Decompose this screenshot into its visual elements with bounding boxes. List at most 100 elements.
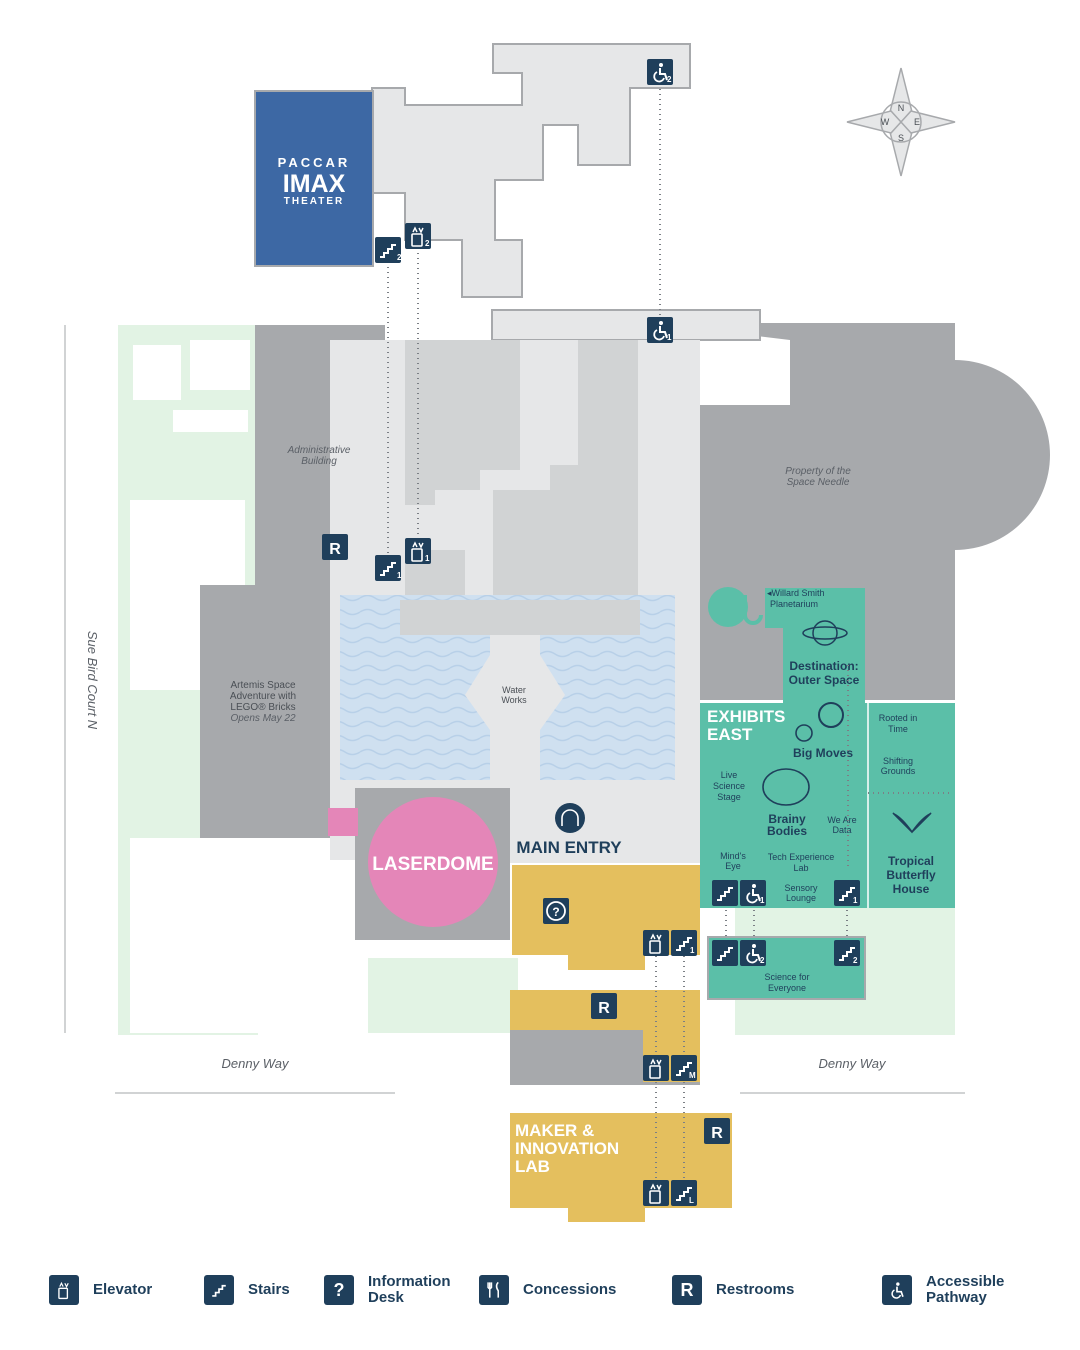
planet-icon [812, 620, 838, 646]
destination-label-2: Outer Space [789, 673, 860, 687]
admin-label-2: Building [301, 456, 337, 467]
admin-label-1: Administrative [287, 445, 351, 456]
legend-stairs: Stairs [204, 1270, 290, 1310]
science-everyone-2: Everyone [768, 983, 806, 993]
brainy-label-1: Brainy [768, 812, 806, 826]
compass-n: N [898, 103, 905, 113]
stairs-icon [204, 1275, 234, 1305]
butterfly-icon [892, 812, 932, 834]
big-moves-label: Big Moves [793, 746, 853, 760]
floor-num: 2 [760, 956, 765, 965]
floor-num: 2 [397, 253, 402, 262]
imax-line1: PACCAR [278, 155, 351, 170]
compass-rose-icon [846, 67, 956, 177]
artemis-label-3: LEGO® Bricks [230, 702, 295, 713]
live-science-2: Science [713, 781, 745, 791]
connector-paths [387, 84, 950, 1180]
tech-lab-2: Lab [793, 863, 808, 873]
north-building [254, 43, 691, 298]
needle-label-1: Property of the [785, 466, 851, 477]
water-works-1: Water [502, 685, 526, 695]
water-works-2: Works [501, 695, 527, 705]
legend-info-desk: ? Information Desk [324, 1270, 451, 1310]
imax-theater [254, 90, 374, 267]
exhibits-east-1: EXHIBITS [707, 707, 785, 726]
legend-label: Information Desk [368, 1273, 451, 1306]
minds-eye-1: Mind's [720, 851, 746, 861]
main-entry-label: MAIN ENTRY [516, 838, 622, 857]
sensory-1: Sensory [784, 883, 818, 893]
laserdome-connector [328, 808, 358, 836]
museum-map: PACCAR IMAX THEATER Administrative Build… [64, 43, 1050, 1222]
needle-label-2: Space Needle [787, 477, 850, 488]
live-science-3: Stage [717, 792, 741, 802]
sensory-2: Lounge [786, 893, 816, 903]
artemis-date: Opens May 22 [230, 713, 295, 724]
main-entry-icon [555, 803, 585, 833]
legend-restrooms: R Restrooms [672, 1270, 794, 1310]
artemis-label-1: Artemis Space [230, 680, 295, 691]
shifting-label-2: Grounds [881, 766, 916, 776]
planetarium-label-2: Planetarium [770, 599, 818, 609]
restroom-letter: R [329, 541, 341, 558]
exhibits-east-2: EAST [707, 725, 753, 744]
brainy-label-2: Bodies [767, 824, 807, 838]
elevator-icon-gold[interactable] [642, 929, 670, 957]
floor-num: 1 [853, 896, 858, 905]
laserdome-label: LASERDOME [372, 854, 493, 875]
floor-num: 2 [425, 239, 430, 248]
brain-icon [762, 768, 810, 806]
maker-label-3: LAB [515, 1157, 550, 1176]
shifting-label-1: Shifting [883, 756, 913, 766]
street-denny-left: Denny Way [222, 1056, 290, 1071]
legend-elevator: Elevator [49, 1270, 152, 1310]
legend-label: Elevator [93, 1281, 153, 1298]
tropical-label-1: Tropical [888, 854, 934, 868]
we-are-data-2: Data [832, 825, 851, 835]
compass-w: W [881, 117, 890, 127]
gear-icon [818, 702, 844, 728]
compass-s: S [898, 133, 904, 143]
tropical-label-2: Butterfly [886, 868, 936, 882]
legend-label: Concessions [523, 1281, 617, 1298]
floor-num: 2 [667, 75, 672, 84]
maker-label-2: INNOVATION [515, 1139, 619, 1158]
compass-e: E [914, 117, 920, 127]
tech-lab-1: Tech Experience [768, 852, 835, 862]
maker-label-1: MAKER & [515, 1121, 594, 1140]
legend-label: Stairs [248, 1281, 290, 1298]
floor-num: L [689, 1196, 694, 1205]
floor-num: M [689, 1071, 696, 1080]
floor-num: 1 [760, 896, 765, 905]
central-halls [330, 309, 761, 940]
floor-num: 1 [425, 554, 430, 563]
info-desk-icon: ? [324, 1275, 354, 1305]
imax-line3: THEATER [284, 196, 344, 207]
rooted-label-2: Time [888, 724, 908, 734]
stairs-icon-sfe-left[interactable] [711, 939, 739, 967]
restroom-letter: R [711, 1125, 723, 1142]
live-science-1: Live [721, 770, 738, 780]
restroom-icon: R [672, 1275, 702, 1305]
legend-label: Restrooms [716, 1281, 795, 1298]
elevator-icon [49, 1275, 79, 1305]
gear-small-icon [795, 724, 813, 742]
elevator-icon-m[interactable] [642, 1054, 670, 1082]
legend-concessions: Concessions [479, 1270, 616, 1310]
rooted-label-1: Rooted in [879, 713, 918, 723]
floor-num: 2 [853, 956, 858, 965]
science-everyone-1: Science for [764, 972, 809, 982]
artemis-label-2: Adventure with [230, 691, 296, 702]
concessions-icon [479, 1275, 509, 1305]
accessible-icon [882, 1275, 912, 1305]
destination-label-1: Destination: [789, 659, 858, 673]
imax-line2: IMAX [283, 170, 346, 198]
minds-eye-2: Eye [725, 861, 741, 871]
street-sue-bird: Sue Bird Court N [85, 631, 100, 730]
stairs-icon-east-left[interactable] [711, 879, 739, 907]
tropical-label-3: House [893, 882, 930, 896]
floor-num: 1 [667, 333, 672, 342]
elevator-icon-l[interactable] [642, 1179, 670, 1207]
we-are-data-1: We Are [827, 815, 856, 825]
street-denny-right: Denny Way [819, 1056, 887, 1071]
